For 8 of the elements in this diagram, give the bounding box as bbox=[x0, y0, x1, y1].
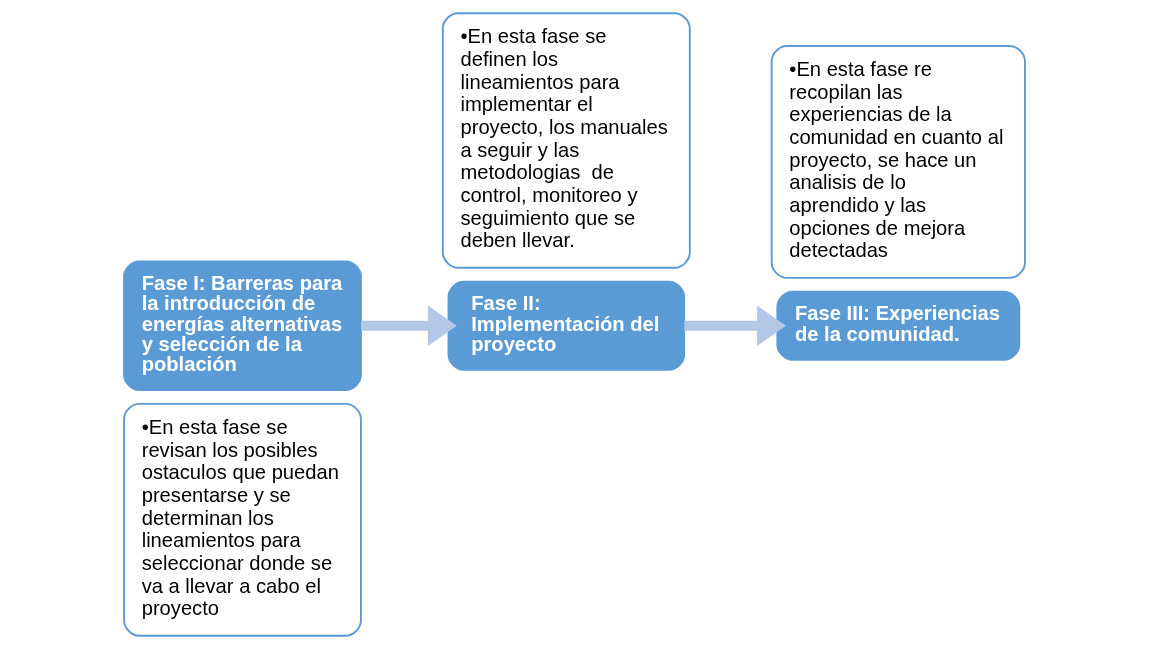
node-box: Fase I: Barreras para la introducción de energías alternativas y selección de la población bbox=[123, 260, 362, 391]
arrow bbox=[684, 305, 787, 346]
node-box: •En esta fase se definen los lineamientos para implementar el proyecto, los manuales a seguir y las metodologias de control, monitoreo y seguimiento que se deben llevar. bbox=[441, 12, 691, 269]
node-box: Fase III: Experiencias de la comunidad. bbox=[776, 290, 1021, 361]
node-box: Fase II: Implementación del proyecto bbox=[447, 280, 686, 371]
node-box: •En esta fase re recopilan las experiencias de la comunidad en cuanto al proyecto, se hace un analisis de lo aprendido y las opciones de mejora detectadas bbox=[770, 45, 1026, 279]
node-box: •En esta fase se revisan los posibles ostaculos que puedan presentarse y se determinan los lineamientos para seleccionar donde se va a llevar a cabo el proyecto bbox=[123, 402, 362, 637]
arrow bbox=[361, 305, 457, 346]
